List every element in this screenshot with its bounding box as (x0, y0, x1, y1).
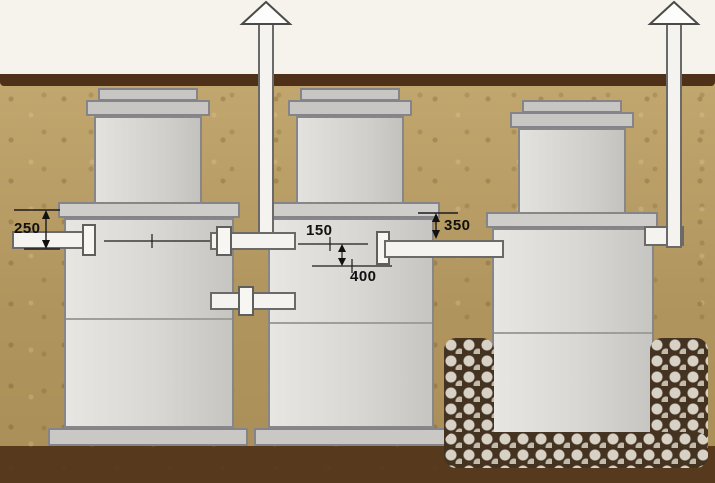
vent-pipe-right (666, 22, 682, 248)
vent-pipe-middle (258, 22, 274, 250)
inlet-pipe-tee (82, 224, 96, 256)
tank-2-lid-plate (288, 100, 412, 116)
tank-1-lid-plate (86, 100, 210, 116)
tank-3-lid-plate (510, 112, 634, 128)
tank-3-seam (494, 332, 652, 334)
tank-1-lid-cap (98, 88, 198, 101)
dimension-label-lower: 400 (350, 268, 377, 285)
tank-1-riser-neck (94, 116, 202, 204)
ground-surface-line (0, 74, 715, 86)
transfer-pipe-lower-tee (238, 286, 254, 316)
tank-2-seam (270, 322, 432, 324)
gravel-bottom (444, 432, 708, 468)
tank-2-riser-neck (296, 116, 404, 204)
tank-1-seam (66, 318, 232, 320)
dimension-label-inlet: 250 (14, 220, 41, 237)
tank-2-lid-cap (300, 88, 400, 101)
tank-3-lid-cap (522, 100, 622, 113)
outlet-pipe (384, 240, 504, 258)
dimension-label-drop: 150 (306, 222, 333, 239)
above-ground-area (0, 0, 715, 74)
tank-3-top-slab (486, 212, 658, 228)
tank-1-top-slab (58, 202, 240, 218)
tank-2-base-slab (254, 428, 446, 446)
transfer-pipe-upper-tee (216, 226, 232, 256)
tank-2-top-slab (262, 202, 440, 218)
tank-3-riser-neck (518, 128, 626, 214)
dimension-label-outlet: 350 (444, 217, 471, 234)
tank-1-base-slab (48, 428, 248, 446)
